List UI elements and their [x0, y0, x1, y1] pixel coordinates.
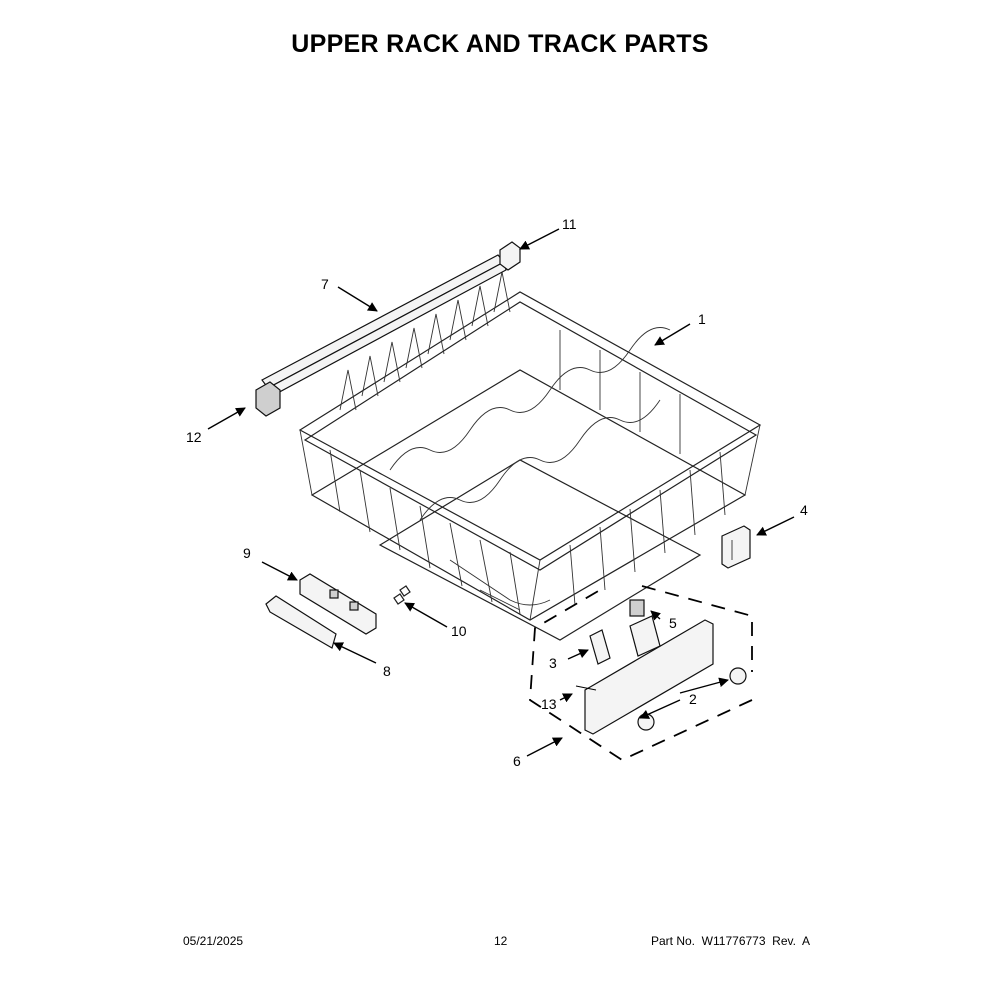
- rack-clip-illustration: [721, 525, 751, 569]
- footer-page-number: 12: [494, 934, 508, 948]
- callout-arrows: [207, 228, 795, 757]
- footer-part-number: Part No. W11776773 Rev. A: [651, 934, 810, 948]
- callout-3: 3: [549, 655, 557, 671]
- track-stop-illustration: [499, 241, 521, 271]
- callout-6: 6: [513, 753, 521, 769]
- footer-date: 05/21/2025: [183, 934, 244, 948]
- spring-illustration: [393, 585, 411, 605]
- callout-13: 13: [541, 696, 557, 712]
- page-title: UPPER RACK AND TRACK PARTS: [291, 30, 709, 58]
- callout-10: 10: [451, 623, 467, 639]
- track-illustration: [261, 254, 507, 397]
- adjuster-assembly-illustration: [529, 585, 753, 762]
- callout-9: 9: [243, 545, 251, 561]
- callout-12: 12: [186, 429, 202, 445]
- end-cap-illustration: [255, 381, 281, 417]
- adjuster-bracket-illustration: [299, 573, 377, 635]
- upper-rack-illustration: [298, 271, 762, 641]
- handle-cover-illustration: [265, 595, 337, 649]
- callout-2: 2: [689, 691, 697, 707]
- callout-4: 4: [800, 502, 808, 518]
- callout-8: 8: [383, 663, 391, 679]
- callout-7: 7: [321, 276, 329, 292]
- callout-5: 5: [669, 615, 677, 631]
- callout-1: 1: [698, 311, 706, 327]
- callout-11: 11: [562, 216, 577, 232]
